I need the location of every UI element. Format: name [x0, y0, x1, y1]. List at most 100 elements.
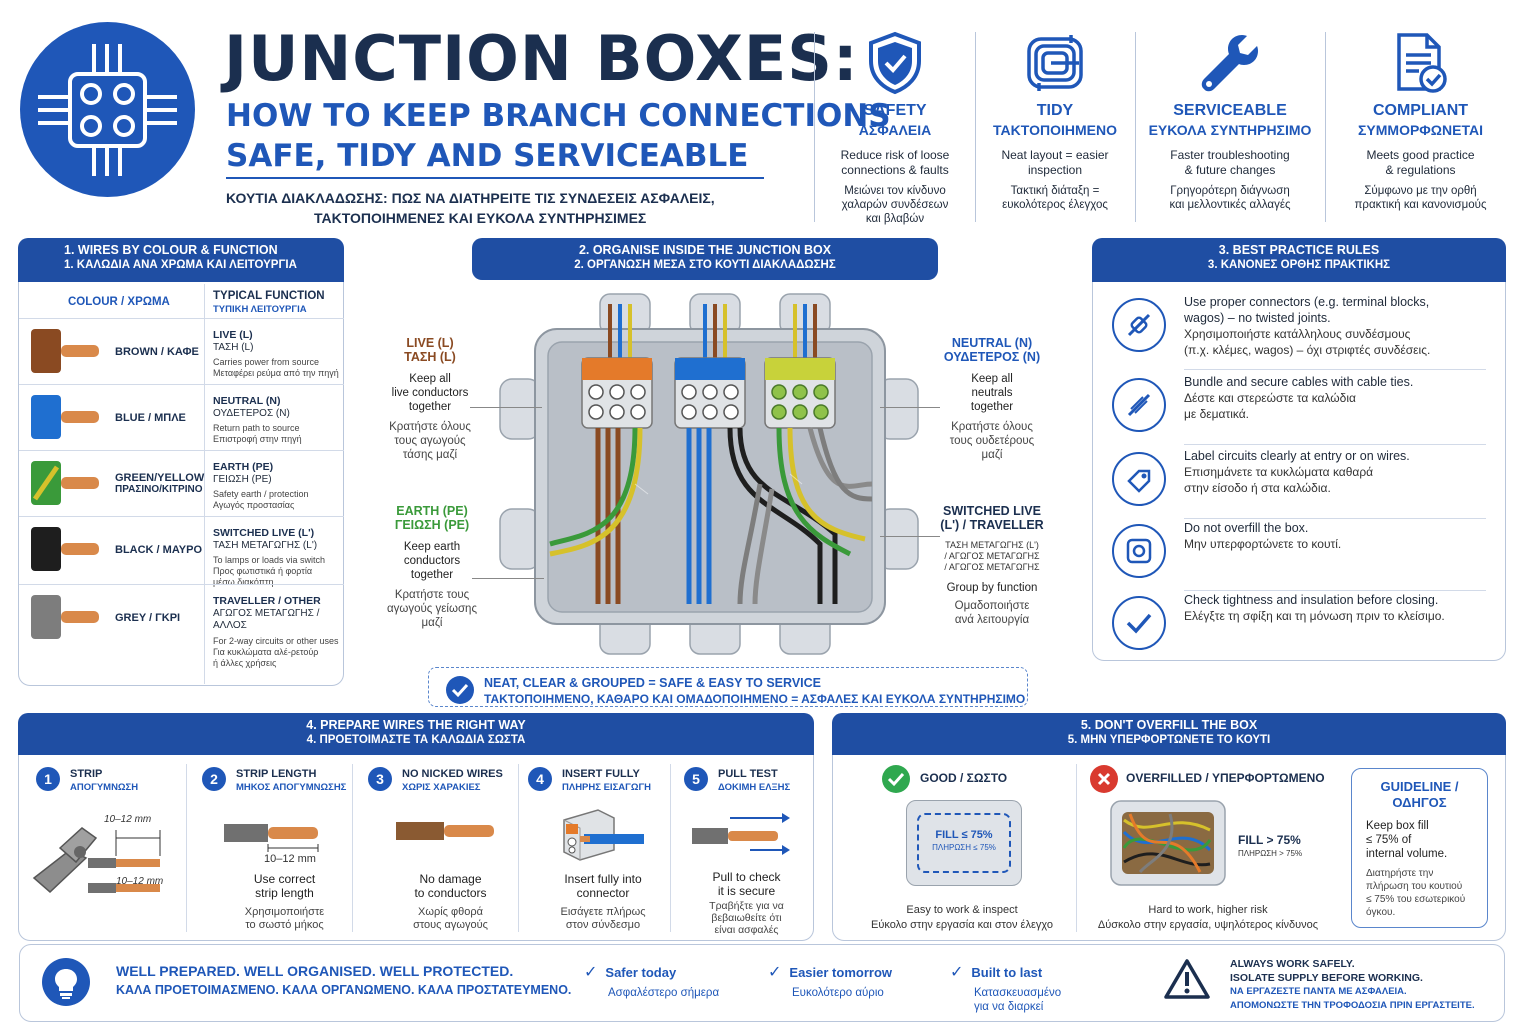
label-text: together: [970, 401, 1014, 413]
label-text-greek: αγωγούς γείωσης: [387, 603, 477, 615]
guideline-text-greek: πλήρωση του κουτιού: [1366, 881, 1463, 892]
banner-text: NEAT, CLEAR & GROUPED = SAFE & EASY TO S…: [484, 676, 821, 690]
section-title: 4. PREPARE WIRES THE RIGHT WAY: [306, 718, 526, 732]
checkmark-icon: ✓: [768, 964, 782, 981]
check-circle-icon: [446, 676, 474, 704]
good-caption-greek: Εύκολο στην εργασία και στον έλεγχο: [871, 919, 1053, 931]
tidy-coil-icon: [1027, 35, 1083, 91]
connector-live: [581, 357, 653, 429]
section-title-greek: 2. ΟΡΓΑΝΩΣΗ ΜΕΣΑ ΣΤΟ ΚΟΥΤΙ ΔΙΑΚΛΑΔΩΣΗΣ: [574, 259, 836, 271]
page-subtitle: HOW TO KEEP BRANCH CONNECTIONS SAFE, TID…: [226, 96, 891, 176]
label-text-greek: Κρατήστε όλους: [951, 421, 1033, 433]
step-title: INSERT FULLY: [562, 768, 640, 780]
bad-fill-label-greek: ΠΛΗΡΩΣΗ > 75%: [1238, 849, 1303, 858]
wire-swatch-icon: [31, 527, 99, 571]
step-title-greek: ΜΗΚΟΣ ΑΠΟΓΥΜΝΩΣΗΣ: [236, 782, 347, 793]
warning-text-greek: ΑΠΟΜΟΝΩΣΤΕ ΤΗΝ ΤΡΟΦΟΔΟΣΙΑ ΠΡΙΝ ΕΡΓΑΣΤΕΙΤ…: [1230, 1000, 1475, 1011]
feature-title: COMPLIANT: [1372, 102, 1469, 119]
label-heading: ΤΑΣΗ (L): [404, 350, 456, 364]
wire-note-greek: μέσω διακόπτη: [213, 577, 274, 587]
wire-note-greek: Για κυκλώματα αλέ-ρετούρ: [213, 646, 319, 657]
label-text: conductors: [403, 555, 461, 567]
wire-colour-name: BLUE / ΜΠΛΕ: [115, 412, 186, 424]
step-caption-greek: Χωρίς φθορά: [418, 906, 483, 918]
wire-stripper-illustration: [32, 827, 161, 894]
junction-box-icon: [38, 44, 177, 176]
feature-desc-greek: Σύμφωνο με την ορθή: [1364, 185, 1477, 197]
checkmark-icon: [1112, 596, 1166, 650]
shield-check-icon: [869, 31, 921, 95]
step-caption: connector: [576, 886, 630, 900]
feature-desc: & regulations: [1385, 163, 1456, 177]
footer-check-label: Safer today: [605, 964, 677, 980]
feature-desc: connections & faults: [841, 163, 949, 177]
section-prepare-header: 4. PREPARE WIRES THE RIGHT WAY 4. ΠΡΟΕΤΟ…: [18, 713, 814, 755]
wire-swatch-icon: [31, 329, 99, 373]
wire-note-greek: Αγωγός προστασίας: [213, 500, 295, 510]
wire-function-greek: ΤΑΣΗ ΜΕΤΑΓΩΓΗΣ (L'): [213, 539, 318, 551]
warning-text: ISOLATE SUPPLY BEFORE WORKING.: [1230, 972, 1423, 984]
guideline-title-greek: ΟΔΗΓΟΣ: [1392, 795, 1447, 810]
feature-title-greek: ΑΣΦΑΛΕΙΑ: [858, 122, 932, 138]
undamaged-wire-illustration: [396, 822, 494, 840]
feature-desc: Faster troubleshooting: [1170, 148, 1290, 162]
bad-caption: Hard to work, higher risk: [1148, 904, 1268, 916]
guideline-text-greek: Διατηρήστε την: [1366, 868, 1434, 879]
feature-desc: Meets good practice: [1366, 148, 1475, 162]
wire-function: EARTH (PE): [213, 461, 274, 473]
rule-divider: [1184, 369, 1486, 370]
leader-line: [880, 536, 940, 537]
feature-divider: [975, 32, 976, 222]
label-text-greek: Κρατήστε τους: [394, 589, 470, 601]
step-divider: [670, 764, 671, 932]
wire-note: Return path to source: [213, 423, 300, 433]
strip-measure: 10–12 mm: [116, 876, 164, 887]
wire-function: LIVE (L): [213, 329, 253, 341]
rule-text-greek: Ελέγξτε τη σφίξη και τη μόνωση πριν το κ…: [1184, 609, 1445, 623]
wire-function-greek: ΟΥΔΕΤΕΡΟΣ (N): [213, 407, 290, 419]
overfill-divider: [1076, 764, 1077, 932]
label-text: together: [410, 569, 454, 581]
rule-text: Bundle and secure cables with cable ties…: [1184, 375, 1414, 389]
checkmark-icon: ✓: [950, 964, 964, 981]
section-title: 1. WIRES BY COLOUR & FUNCTION: [64, 243, 278, 257]
feature-title-greek: ΣΥΜΜΟΡΦΩΝΕΤΑΙ: [1358, 122, 1483, 138]
subtitle-line-2: SAFE, TIDY AND SERVICEABLE: [226, 138, 749, 174]
step-caption: No damage: [419, 872, 482, 886]
section-title-greek: 1. ΚΑΛΩΔΙΑ ΑΝΑ ΧΡΩΜΑ ΚΑΙ ΛΕΙΤΟΥΡΓΙΑ: [64, 259, 297, 271]
step-caption: it is secure: [717, 884, 776, 898]
feature-desc-greek: Μειώνει τον κίνδυνο: [844, 185, 946, 197]
organise-summary-banner: [428, 667, 1028, 707]
feature-desc-greek: και μελλοντικές αλλαγές: [1169, 199, 1291, 211]
label-text: Keep all: [971, 373, 1013, 385]
warning-text: ALWAYS WORK SAFELY.: [1230, 958, 1355, 970]
label-text: Keep all: [409, 373, 451, 385]
title-divider: [226, 177, 764, 179]
wire-swatch-icon: [31, 595, 99, 639]
warning-triangle-icon: [1164, 959, 1210, 999]
label-text-greek: / ΑΓΩΓΟΣ ΜΕΤΑΓΩΓΗΣ: [944, 551, 1040, 561]
step-title-greek: ΔΟΚΙΜΗ ΕΛΞΗΣ: [718, 782, 791, 793]
banner-text-greek: ΤΑΚΤΟΠΟΙΗΜΕΝΟ, ΚΑΘΑΡΟ ΚΑΙ ΟΜΑΔΟΠΟΙΗΜΕΝΟ …: [484, 692, 1026, 706]
step-number: 3: [368, 767, 392, 791]
page-title: JUNCTION BOXES:: [224, 22, 859, 95]
label-tag-icon: [1112, 452, 1166, 506]
label-text: neutrals: [971, 387, 1013, 399]
rule-text-greek: με δεματικά.: [1184, 407, 1250, 421]
label-text-greek: μαζί: [981, 449, 1003, 461]
wire-colour-name: GREY / ΓΚΡΙ: [115, 612, 181, 624]
wire-colour-name-greek: ΠΡΑΣΙΝΟ/ΚΙΤΡΙΝΟ: [115, 484, 203, 495]
label-heading: ΟΥΔΕΤΕΡΟΣ (N): [943, 350, 1041, 364]
connector-earth: [764, 357, 836, 429]
rule-item: Check tightness and insulation before cl…: [1108, 588, 1490, 660]
step-caption: Pull to check: [712, 870, 781, 884]
feature-title: SERVICEABLE: [1173, 102, 1287, 119]
step-caption-greek: στους αγωγούς: [413, 919, 488, 931]
greek-subtitle-line-2: ΤΑΚΤΟΠΟΙΗΜΕΝΕΣ ΚΑΙ ΕΥΚΟΛΑ ΣΥΝΤΗΡΗΣΙΜΕΣ: [314, 210, 647, 226]
feature-desc: & future changes: [1184, 163, 1276, 177]
section-wires-header: 1. WIRES BY COLOUR & FUNCTION 1. ΚΑΛΩΔΙΑ…: [18, 238, 344, 282]
step-title: STRIP: [70, 768, 103, 780]
